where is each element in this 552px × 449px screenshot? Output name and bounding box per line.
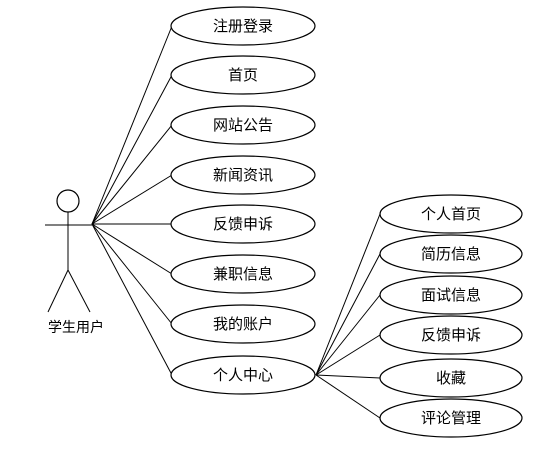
use-case-ellipse[interactable]: [170, 254, 316, 294]
use-case-ellipse[interactable]: [379, 358, 523, 398]
use-case-label: 兼职信息: [213, 265, 273, 283]
use-case-ellipse[interactable]: [170, 155, 316, 195]
use-case-home[interactable]: 首页: [170, 55, 316, 95]
use-case-label: 收藏: [436, 369, 466, 387]
use-case-label: 个人首页: [421, 205, 481, 223]
connector-register: [91, 25, 173, 225]
use-case-ellipse[interactable]: [379, 234, 523, 274]
connector-home: [91, 74, 173, 225]
connector-account: [91, 223, 173, 325]
use-case-ellipse[interactable]: [170, 6, 316, 46]
use-case-ellipse[interactable]: [379, 315, 523, 355]
connector-news: [91, 174, 173, 225]
use-case-ellipse[interactable]: [379, 194, 523, 234]
use-case-label: 简历信息: [421, 245, 481, 263]
connector-personal-center: [91, 223, 173, 376]
use-case-ellipse[interactable]: [170, 55, 316, 95]
use-case-label: 注册登录: [213, 17, 273, 35]
actor-label: 学生用户: [48, 319, 104, 336]
actor-left-leg: [47, 269, 69, 313]
use-case-label: 反馈申诉: [421, 326, 481, 344]
connector-announcement: [91, 124, 173, 225]
connector-personal-home: [315, 213, 381, 376]
center-connectors: [315, 213, 381, 419]
use-case-personal-center[interactable]: 个人中心: [170, 355, 316, 395]
use-case-account[interactable]: 我的账户: [170, 304, 316, 344]
use-case-label: 首页: [228, 66, 258, 84]
use-case-news[interactable]: 新闻资讯: [170, 155, 316, 195]
use-case-reviews[interactable]: 评论管理: [379, 398, 523, 438]
connector-interview: [315, 294, 381, 376]
actor-connectors: [91, 25, 173, 376]
use-case-label: 评论管理: [421, 409, 481, 427]
use-case-favorites[interactable]: 收藏: [379, 358, 523, 398]
use-case-ellipse[interactable]: [379, 398, 523, 438]
use-case-part-time[interactable]: 兼职信息: [170, 254, 316, 294]
use-case-ellipse[interactable]: [379, 275, 523, 315]
use-case-label: 个人中心: [213, 366, 273, 384]
use-case-feedback2[interactable]: 反馈申诉: [379, 315, 523, 355]
actor-figure: 学生用户: [45, 189, 104, 336]
actor-head: [56, 189, 80, 213]
connector-resume: [315, 253, 381, 376]
use-case-feedback[interactable]: 反馈申诉: [170, 204, 316, 244]
use-case-label: 面试信息: [421, 286, 481, 304]
use-case-label: 新闻资讯: [213, 166, 273, 184]
use-case-ellipse[interactable]: [170, 204, 316, 244]
use-case-announcement[interactable]: 网站公告: [170, 105, 316, 145]
actor-right-leg: [67, 269, 91, 313]
connector-part-time: [91, 223, 173, 275]
use-case-resume[interactable]: 简历信息: [379, 234, 523, 274]
use-case-ellipse[interactable]: [170, 304, 316, 344]
use-case-label: 网站公告: [213, 116, 273, 134]
use-case-personal-home[interactable]: 个人首页: [379, 194, 523, 234]
connector-reviews: [315, 374, 381, 419]
use-case-register[interactable]: 注册登录: [170, 6, 316, 46]
use-case-ellipse[interactable]: [170, 355, 316, 395]
use-case-ellipse[interactable]: [170, 105, 316, 145]
use-case-label: 我的账户: [213, 315, 273, 333]
use-case-interview[interactable]: 面试信息: [379, 275, 523, 315]
use-case-label: 反馈申诉: [213, 215, 273, 233]
connector-feedback2: [315, 334, 381, 376]
connector-favorites: [315, 374, 381, 379]
